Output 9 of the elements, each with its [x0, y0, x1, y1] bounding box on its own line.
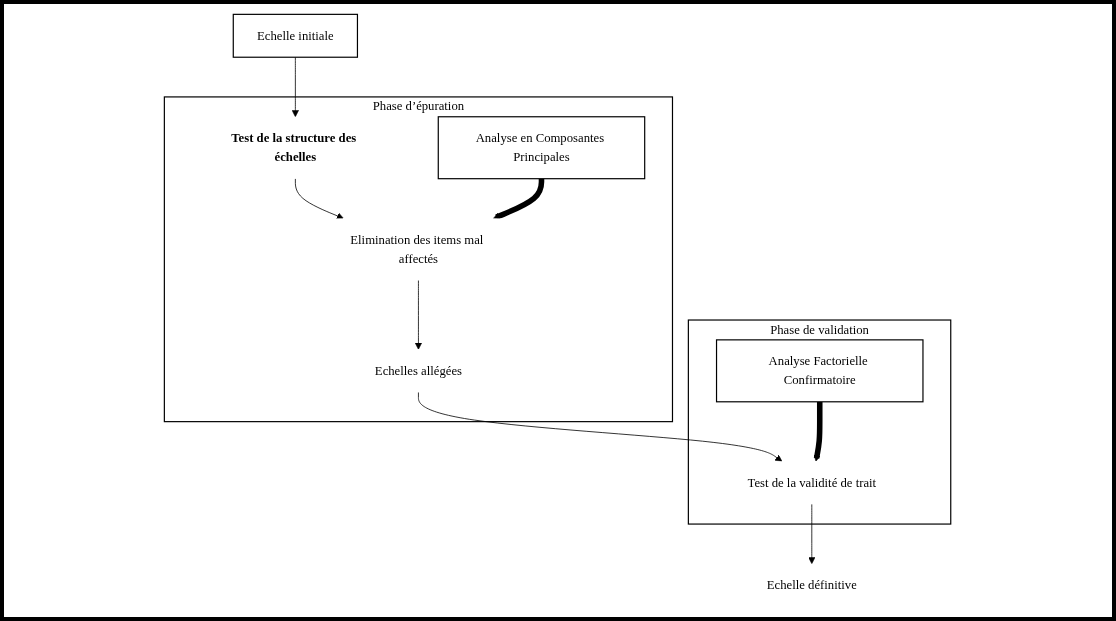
- node-box: Analyse en Composantes Principales: [438, 116, 646, 180]
- node-text: Echelle définitive: [767, 578, 858, 592]
- node-text: Echelles allégées: [375, 363, 463, 378]
- node-box: Analyse Factorielle Confirmatoire: [716, 339, 924, 403]
- arrow: [814, 401, 823, 462]
- node-text: Elimination des items mal affectés: [350, 232, 484, 266]
- node-box: Echelle initiale: [233, 13, 359, 58]
- node-text: Test de la validité de trait: [747, 475, 877, 490]
- node-text: Test de la structure des échelles: [231, 131, 357, 164]
